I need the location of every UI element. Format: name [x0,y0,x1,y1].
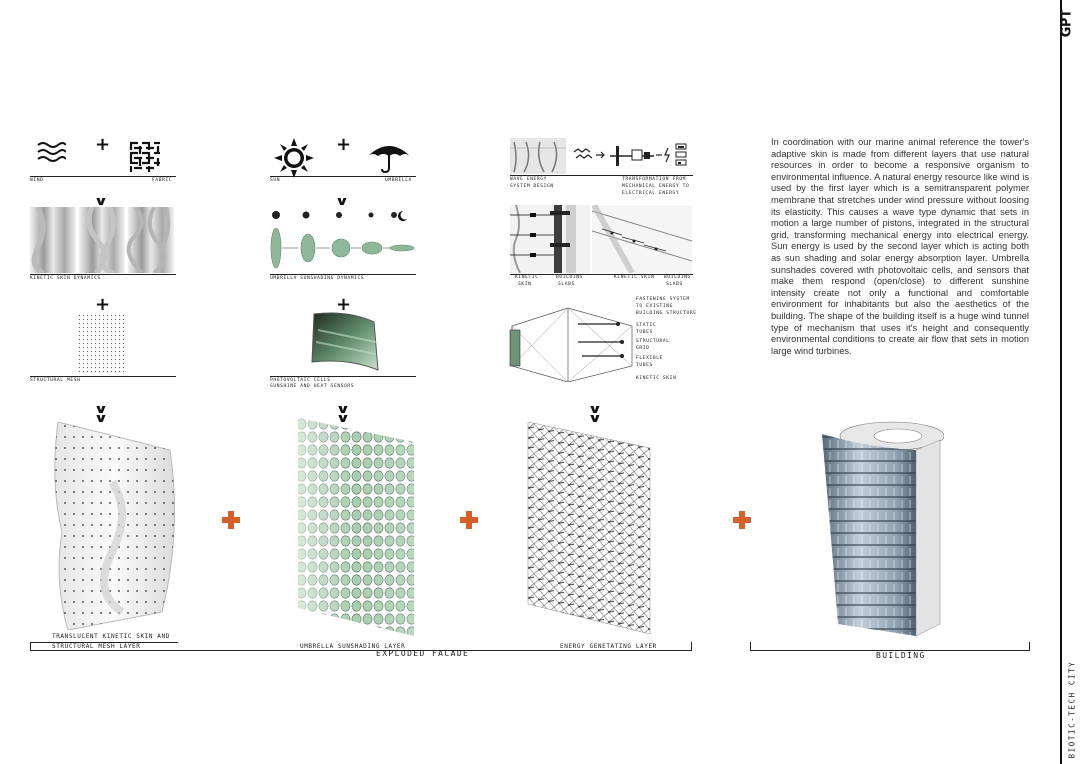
layer1-label-1: TRANSLUCENT KINETIC SKIN AND [52,633,170,640]
kinetic-skin-section-image [510,205,590,273]
umbrella-sunshading-dynamics-image [270,211,415,269]
divider [30,642,178,643]
double-down-chevron-icon: ∨∨ [335,402,351,425]
building-render [822,421,944,636]
kinetic-skin-label-a2: SKIN [518,282,532,287]
divider [270,176,416,177]
wave-energy-system-image [510,138,566,174]
fastening-system-label-1: FASTENING SYSTEM [636,297,690,302]
layer1-label-2: STRUCTURAL MESH LAYER [52,643,141,650]
orange-plus-icon [460,511,478,529]
sensors-label: SUNSHINE AND HEAT SENSORS [270,384,355,389]
layer3-label: ENERGY GENETATING LAYER [560,643,657,650]
divider [510,274,693,275]
umbrella-icon [368,146,410,174]
plus-icon: + [95,134,111,155]
double-down-chevron-icon: ∨∨ [587,402,603,425]
sun-label: SUN [270,178,281,183]
umbrella-sunshading-dynamics-label: UMBRELLA SUNSHADING DYNAMICS [270,276,365,281]
wind-label: WIND [30,178,44,183]
structural-grid-label-1: STRUCTURAL [636,339,670,344]
kinetic-skin-label-a1: KINETIC [515,275,539,280]
divider [270,274,416,275]
wind-icon [37,142,66,162]
brand-logo: GPT [1059,9,1075,38]
umbrella-sunshading-layer-render [298,418,414,636]
plus-icon: + [336,134,352,155]
structural-mesh-image [78,314,126,374]
plus-icon: + [336,294,352,315]
photovoltaic-cells-label: PHOTOVOLTAIC CELLS [270,378,331,383]
right-frame-line [1060,0,1062,764]
exploded-facade-title: EXPLODED FACADE [376,649,470,658]
static-tubes-label-2: TUBES [636,330,653,335]
divider [30,376,176,377]
fabric-weave-icon [128,140,162,174]
structural-mesh-label: STRUCTURAL MESH [30,378,81,383]
project-title-vertical: BIOTIC-TECH CITY [1067,660,1077,759]
divider [30,176,176,177]
energy-transformation-diagram [573,143,687,166]
photovoltaic-cell-image [311,312,379,371]
kinetic-skin-dynamics-label: KINETIC SKIN DYNAMICS [30,276,101,281]
kinetic-skin-label-c: KINETIC SKIN [636,376,677,381]
building-title: BUILDING [876,651,926,660]
kinetic-skin-layer-render [54,422,175,630]
building-slabs-label-b2: SLABS [666,282,683,287]
layer2-label: UMBRELLA SUNSHADING LAYER [300,643,406,650]
kinetic-skin-perspective-image [592,205,692,273]
building-slabs-label-b1: BUILDING [664,275,691,280]
building-slabs-label-a2: SLABS [558,282,575,287]
flexible-tubes-label-2: TUBES [636,363,653,368]
building-slabs-label-a1: BUILDING [556,275,583,280]
description-text: In coordination with our marine animal r… [771,137,1029,356]
wave-energy-label-2: SYSTEM DESIGN [510,184,554,189]
energy-generating-layer-render [527,422,651,634]
orange-plus-icon [222,511,240,529]
fabric-label: FABRIC [152,178,173,183]
transformation-label-2: MECHANICAL ENERGY TO [622,184,690,189]
plus-icon: + [95,294,111,315]
down-chevron-icon: ∨ [93,194,109,208]
divider [510,175,693,176]
fastening-system-label-3: BUILDING STRUCTURE [636,311,697,316]
down-chevron-icon: ∨ [334,194,350,208]
orange-plus-icon [733,511,751,529]
exploded-facade-bracket [30,642,692,651]
transformation-label-3: ELECTRICAL ENERGY [622,191,680,196]
sun-icon [274,138,314,178]
umbrella-label: UMBRELLA [385,178,412,183]
kinetic-skin-dynamics-image [30,207,174,273]
building-bracket [750,642,1030,651]
divider [30,274,176,275]
static-tubes-label-1: STATIC [636,323,657,328]
structural-grid-detail-image [509,307,633,382]
divider [270,376,416,377]
transformation-label-1: TRANSFORMATION FROM [622,177,686,182]
structural-grid-label-2: GRID [636,346,650,351]
kinetic-skin-label-b: KINETIC SKIN [614,275,655,280]
wave-energy-label-1: WAVE ENERGY [510,177,548,182]
double-down-chevron-icon: ∨∨ [93,402,109,425]
fastening-system-label-2: TO EXISTING [636,304,674,309]
flexible-tubes-label-1: FLEXIBLE [636,356,663,361]
